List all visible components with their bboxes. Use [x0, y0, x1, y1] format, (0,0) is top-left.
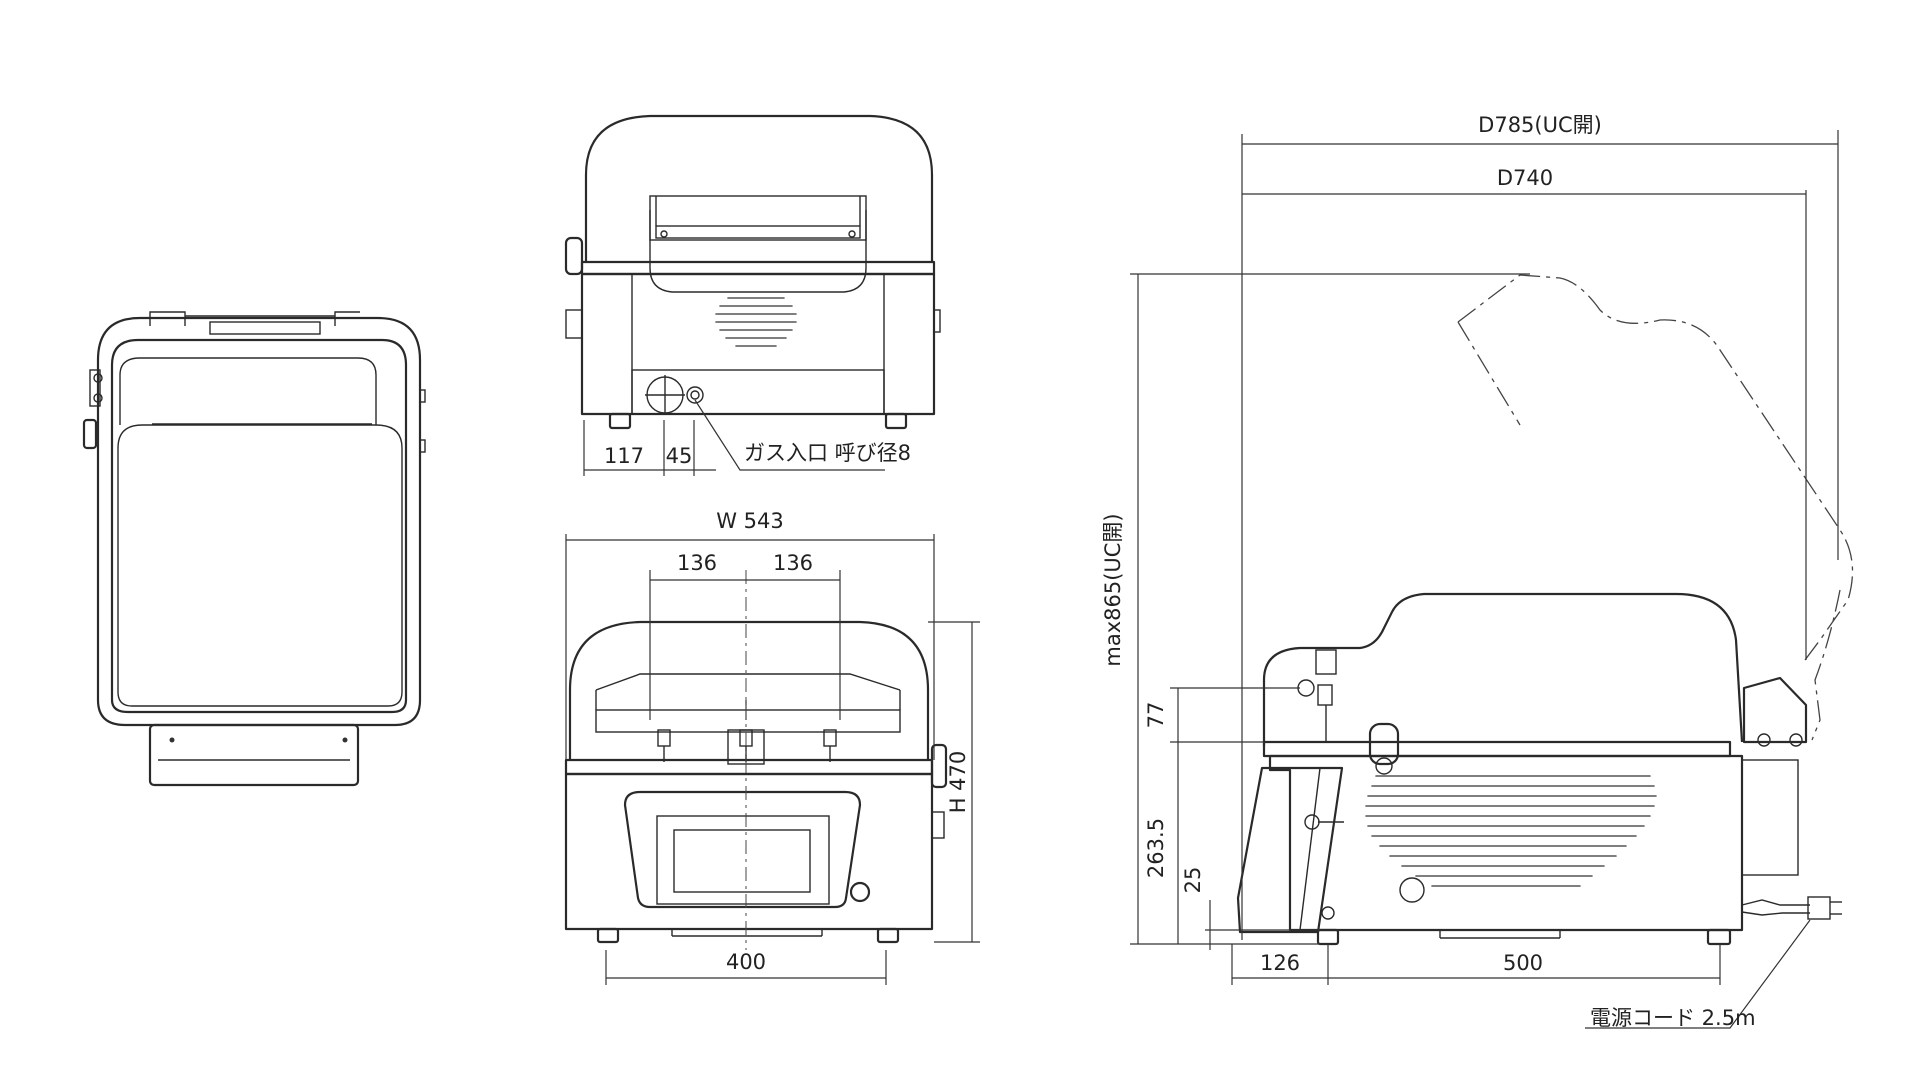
dim-45: 45: [666, 444, 693, 468]
front-view: [564, 534, 980, 985]
top-view: [82, 311, 426, 787]
note-gas-inlet: ガス入口 呼び径8: [744, 441, 911, 465]
dim-height: H 470: [946, 751, 970, 814]
dim-136-left: 136: [677, 551, 717, 575]
note-power-cord: 電源コード 2.5m: [1590, 1006, 1756, 1030]
dim-126: 126: [1260, 951, 1300, 975]
dim-500: 500: [1503, 951, 1543, 975]
dim-width: W 543: [716, 509, 784, 533]
rear-view: [564, 114, 941, 476]
side-view: [1130, 130, 1854, 1029]
dim-136-right: 136: [773, 551, 813, 575]
dim-400: 400: [726, 950, 766, 974]
dim-depth-open: D785(UC開): [1478, 113, 1602, 137]
dim-25: 25: [1181, 867, 1205, 894]
dim-263-5: 263.5: [1144, 818, 1168, 878]
dim-max-height: max865(UC開): [1101, 513, 1125, 666]
dim-117: 117: [604, 444, 644, 468]
dim-depth: D740: [1497, 166, 1553, 190]
dim-77: 77: [1144, 702, 1168, 729]
